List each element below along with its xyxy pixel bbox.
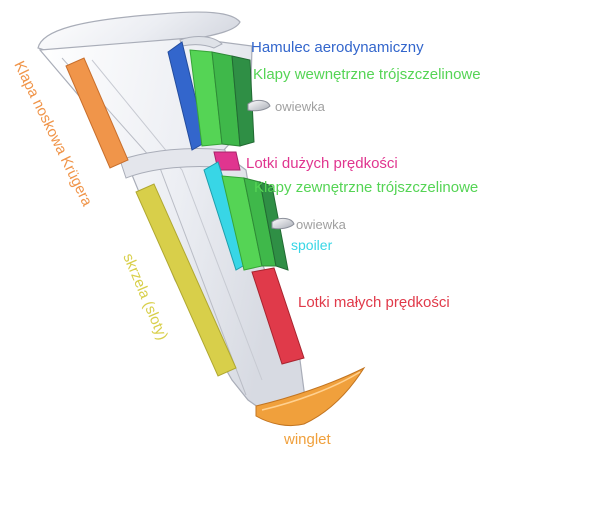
label-outer-flaps: Klapy zewnętrzne trójszczelinowe <box>254 179 478 196</box>
label-inner-flaps: Klapy wewnętrzne trójszczelinowe <box>253 66 481 83</box>
label-high-speed-ailerons: Lotki dużych prędkości <box>246 155 398 172</box>
label-air-brake: Hamulec aerodynamiczny <box>251 39 424 56</box>
fairing-2-shape <box>271 217 295 230</box>
wing-fillet <box>179 36 223 49</box>
label-slats: skrzela (sloty) <box>119 251 171 343</box>
inner-flap-3 <box>231 55 255 147</box>
wing-structure-line <box>91 59 263 381</box>
fairing-1-shape <box>247 99 271 112</box>
label-fairing-1: owiewka <box>275 99 326 114</box>
slats-surface <box>135 183 237 377</box>
low-speed-aileron-surface <box>251 267 305 365</box>
label-low-speed-ailerons: Lotki małych prędkości <box>298 294 450 311</box>
control-surfaces <box>65 41 366 427</box>
label-fairing-2: owiewka <box>296 217 347 232</box>
winglet-tip-edge <box>261 371 361 411</box>
winglet-surface <box>255 366 366 427</box>
label-spoiler: spoiler <box>291 237 333 253</box>
krueger-flap-surface <box>65 57 129 169</box>
label-winglet: winglet <box>283 431 332 448</box>
